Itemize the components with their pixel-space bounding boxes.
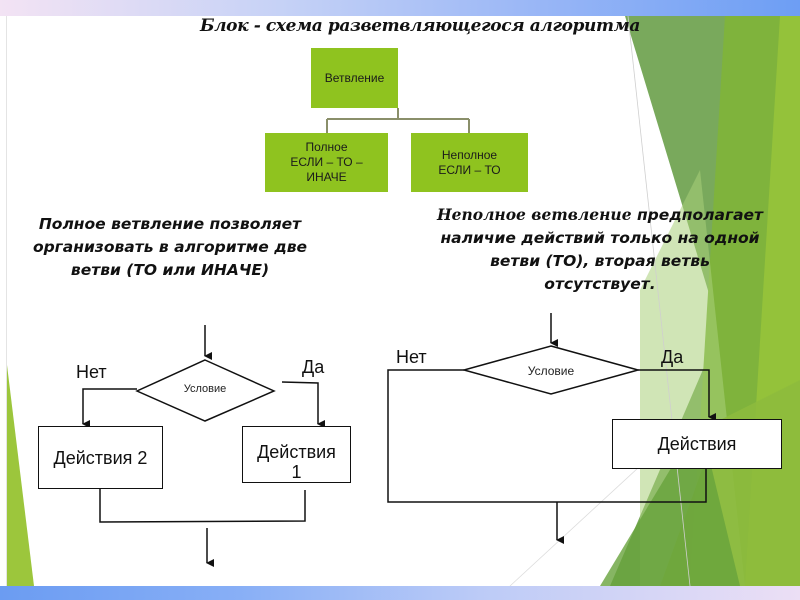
bottom-gradient-bar bbox=[0, 586, 800, 600]
action-box: Действия bbox=[612, 419, 782, 469]
merge-line bbox=[99, 489, 306, 523]
root-node-branching: Ветвление bbox=[311, 48, 398, 108]
description-line: Полное ветвление позволяет bbox=[38, 215, 302, 233]
action-label: Действия bbox=[257, 441, 336, 462]
slide-title: Блок - схема разветвляющегося алгоритма bbox=[200, 16, 640, 36]
description-line: ветви (ТО или ИНАЧЕ) bbox=[70, 261, 270, 279]
no-label: Нет bbox=[396, 347, 427, 367]
top-gradient-bar bbox=[0, 0, 800, 16]
no-label: Нет bbox=[76, 362, 107, 382]
condition-label: Условие bbox=[183, 383, 227, 395]
condition-diamond bbox=[461, 345, 641, 395]
yes-branch-line bbox=[638, 369, 716, 421]
yes-label: Да bbox=[661, 347, 684, 367]
left-edge-line bbox=[6, 16, 7, 586]
action-box-yes: Действия 1 bbox=[242, 426, 351, 483]
action-label: Действия 2 bbox=[53, 447, 148, 468]
description-line: Неполное ветвление предполагает bbox=[420, 203, 780, 227]
action-box-no: Действия 2 bbox=[38, 426, 163, 489]
condition-diamond bbox=[135, 359, 276, 422]
node-label: ИНАЧЕ bbox=[306, 170, 347, 184]
no-branch-line bbox=[82, 388, 137, 428]
yes-label: Да bbox=[302, 357, 325, 377]
node-label: Полное bbox=[305, 140, 348, 154]
description-line: ветви (ТО), вторая ветвь bbox=[490, 252, 710, 270]
root-node-label: Ветвление bbox=[324, 70, 385, 85]
thin-line bbox=[627, 15, 691, 587]
yes-branch-line bbox=[281, 381, 325, 428]
partial-branch-description: Неполное ветвление предполагает наличие … bbox=[420, 203, 780, 296]
action-label: Действия bbox=[657, 434, 737, 454]
full-branch-description: Полное ветвление позволяет организовать … bbox=[10, 213, 330, 282]
description-rest: предполагает bbox=[631, 206, 764, 224]
green-wedge-left bbox=[7, 365, 34, 586]
description-line: наличие действий только на одной bbox=[440, 229, 760, 247]
condition-label: Условие bbox=[527, 364, 575, 378]
node-full-branching: Полное ЕСЛИ – ТО – ИНАЧЕ bbox=[265, 133, 388, 192]
no-branch-line bbox=[387, 369, 707, 503]
description-line: организовать в алгоритме две bbox=[32, 238, 308, 256]
description-emphasis: Неполное ветвление bbox=[436, 205, 632, 224]
node-partial-branching: Неполное ЕСЛИ – ТО bbox=[411, 133, 528, 192]
node-label: Неполное bbox=[441, 147, 498, 162]
node-label: ЕСЛИ – ТО – bbox=[290, 155, 363, 169]
description-line: отсутствует. bbox=[544, 275, 656, 293]
action-label: 1 bbox=[291, 461, 302, 482]
node-label: ЕСЛИ – ТО bbox=[438, 162, 501, 177]
